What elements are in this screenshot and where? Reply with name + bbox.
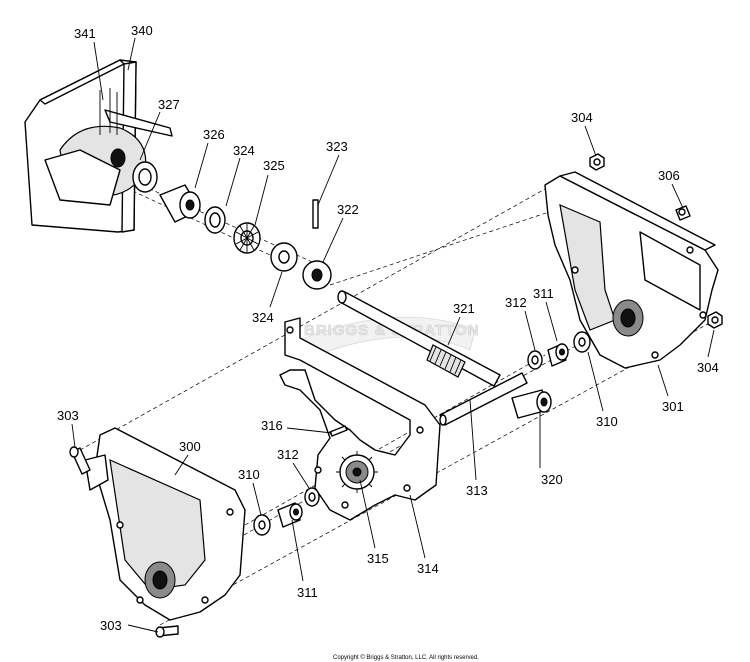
callout-304-lower: 304 bbox=[697, 360, 719, 375]
washer-310-lower bbox=[253, 514, 271, 536]
gasket-314 bbox=[279, 317, 441, 521]
washer-312-lower bbox=[304, 487, 320, 507]
bushing-311-upper bbox=[547, 343, 569, 367]
callout-310-upper: 310 bbox=[596, 414, 618, 429]
callout-300: 300 bbox=[179, 439, 201, 454]
callout-322: 322 bbox=[337, 202, 359, 217]
bushing-311-lower bbox=[277, 502, 303, 528]
key-316 bbox=[329, 425, 348, 437]
callout-323: 323 bbox=[326, 139, 348, 154]
bolt-303-upper bbox=[69, 446, 91, 475]
washer-327 bbox=[132, 161, 158, 193]
callout-327: 327 bbox=[158, 97, 180, 112]
callout-310-lower: 310 bbox=[238, 467, 260, 482]
bolt-303-lower bbox=[155, 625, 179, 638]
callout-340: 340 bbox=[131, 23, 153, 38]
gear-322 bbox=[302, 260, 332, 290]
chute-bracket-340 bbox=[24, 59, 173, 233]
washer-324-lower bbox=[270, 242, 298, 272]
thrust-bearing-325 bbox=[233, 222, 261, 254]
fitting-306 bbox=[675, 205, 691, 221]
copyright-notice: Copyright © Briggs & Stratton, LLC. All … bbox=[333, 654, 479, 661]
callout-301: 301 bbox=[662, 399, 684, 414]
callout-324-lower: 324 bbox=[252, 310, 274, 325]
callout-303-lower: 303 bbox=[100, 618, 122, 633]
callout-341: 341 bbox=[74, 26, 96, 41]
callout-306: 306 bbox=[658, 168, 680, 183]
nut-304-lower bbox=[707, 311, 723, 329]
washer-312-upper bbox=[527, 350, 543, 370]
callout-324-upper: 324 bbox=[233, 143, 255, 158]
callout-312-upper: 312 bbox=[505, 295, 527, 310]
callout-321: 321 bbox=[453, 301, 475, 316]
pin-323 bbox=[312, 199, 319, 229]
callout-311-upper: 311 bbox=[533, 286, 554, 301]
leader-lines bbox=[71, 37, 715, 633]
callout-313: 313 bbox=[466, 483, 488, 498]
nut-304-upper bbox=[589, 153, 605, 171]
callouts: 341 340 327 326 324 325 323 322 324 304 … bbox=[57, 23, 719, 633]
worm-shaft-321 bbox=[337, 290, 501, 387]
gear-housing-301 bbox=[544, 171, 719, 369]
bushing-320 bbox=[511, 389, 552, 419]
callout-312-lower: 312 bbox=[277, 447, 299, 462]
gear-315 bbox=[336, 451, 378, 493]
callout-326: 326 bbox=[203, 127, 225, 142]
shaft-313 bbox=[439, 372, 528, 426]
washer-324-upper bbox=[204, 206, 226, 234]
washer-310-upper bbox=[573, 331, 591, 353]
callout-314: 314 bbox=[417, 561, 439, 576]
callout-315: 315 bbox=[367, 551, 389, 566]
callout-304-upper: 304 bbox=[571, 110, 593, 125]
callout-311-lower: 311 bbox=[297, 585, 318, 600]
callout-303-upper: 303 bbox=[57, 408, 79, 423]
callout-325: 325 bbox=[263, 158, 285, 173]
gear-housing-300 bbox=[84, 427, 246, 621]
callout-320: 320 bbox=[541, 472, 563, 487]
bushing-326 bbox=[159, 184, 201, 223]
callout-316: 316 bbox=[261, 418, 283, 433]
